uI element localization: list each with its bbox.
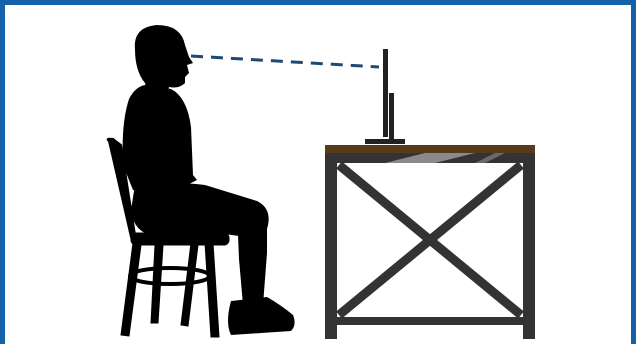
desk-leg-right — [523, 153, 535, 339]
sight-line — [191, 56, 379, 67]
monitor-profile — [365, 49, 405, 144]
ergonomic-illustration — [5, 5, 636, 344]
desk-leg-left — [325, 153, 337, 339]
desk — [325, 145, 535, 339]
desk-bottom-rail — [325, 317, 535, 325]
desk-top — [325, 145, 535, 153]
